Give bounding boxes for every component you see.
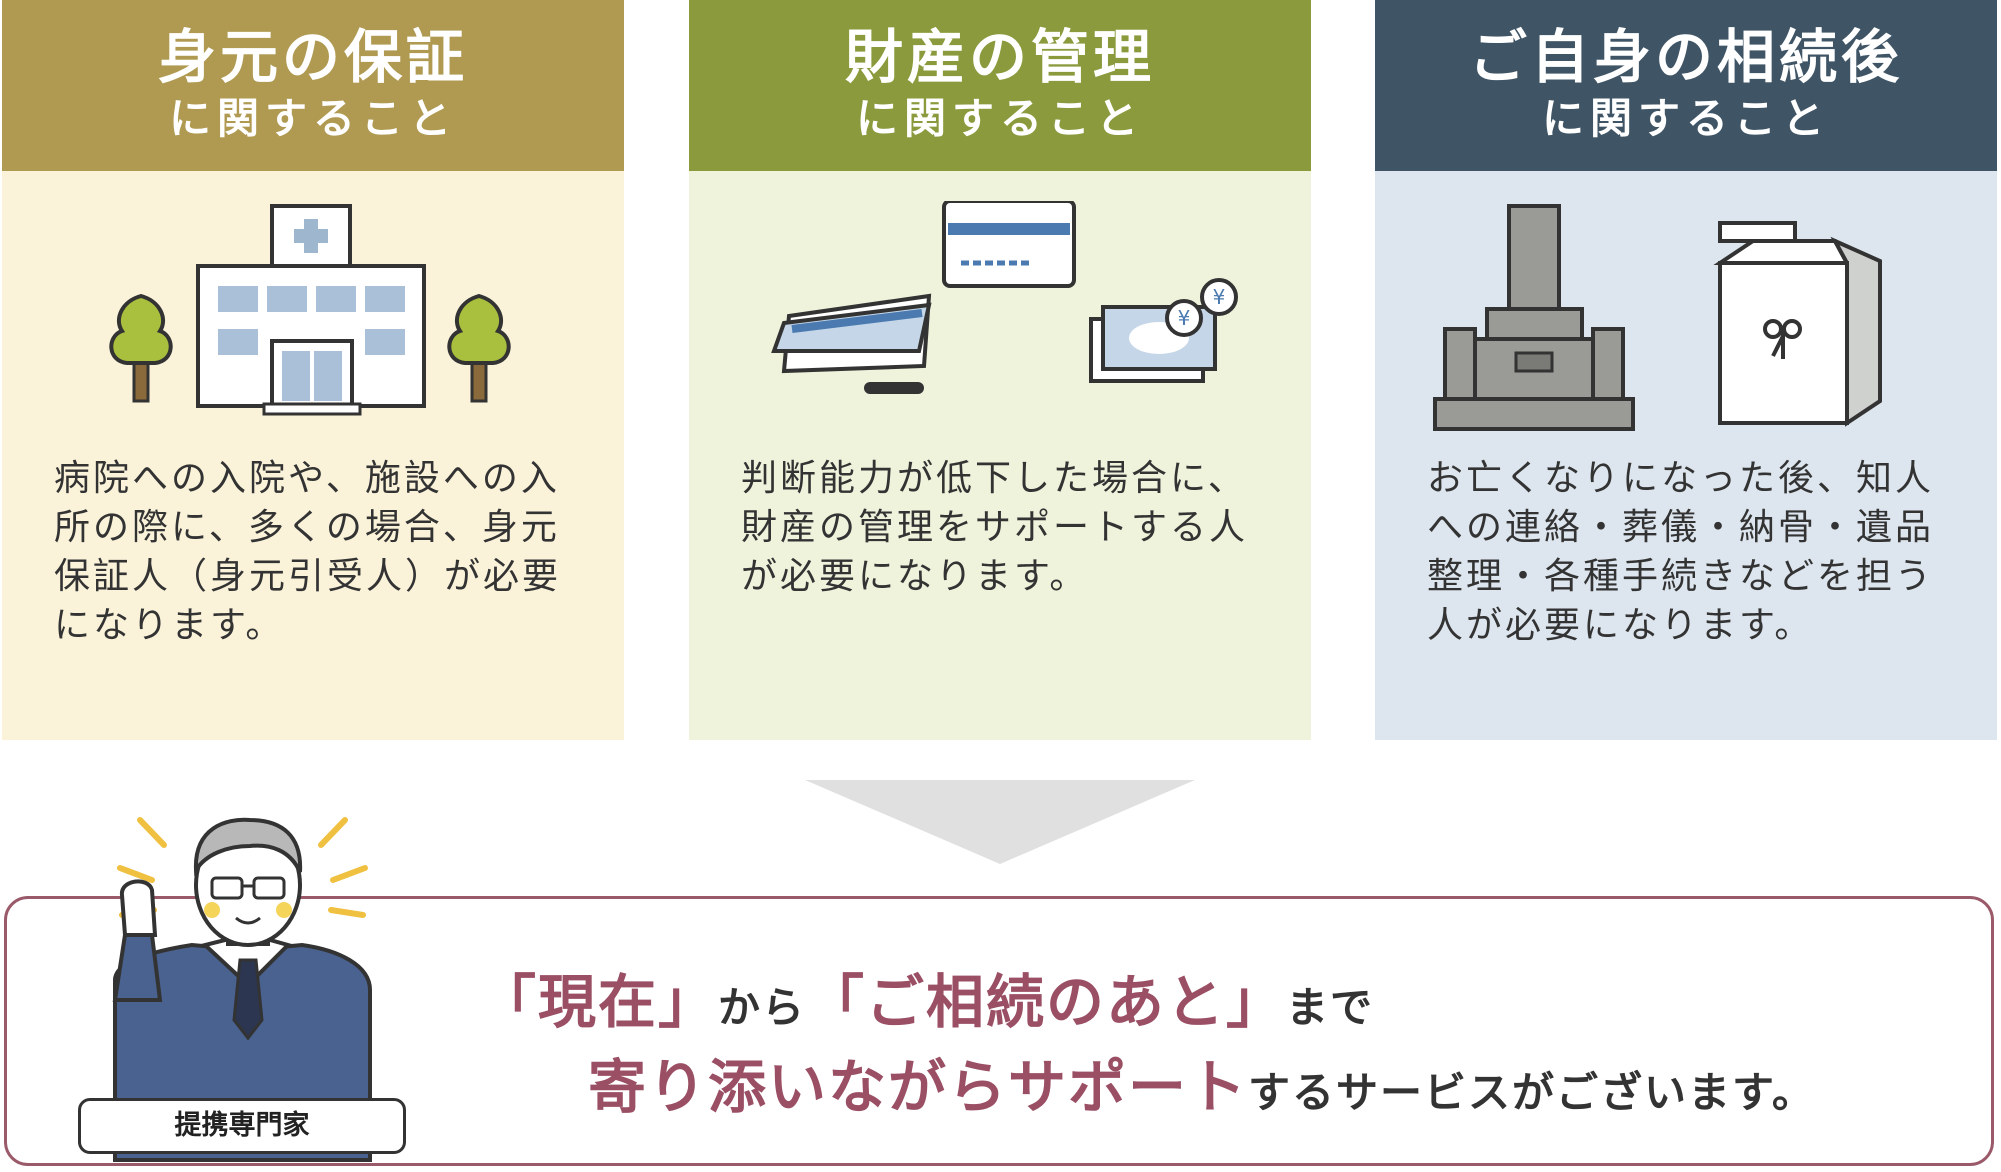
svg-text:¥: ¥ — [1178, 306, 1191, 330]
column-body: 病院への入院や、施設への入所の際に、多くの場合、身元保証人（身元引受人）が必要に… — [2, 171, 624, 740]
column-body: ¥ ¥ 判断能力が低下した場合に、財産の管理をサポートする人が必要になります。 — [689, 171, 1311, 740]
column-title: 身元の保証 — [157, 23, 468, 91]
column-identity-guarantee: 身元の保証 に関すること — [2, 0, 624, 740]
column-description: 病院への入院や、施設への入所の際に、多くの場合、身元保証人（身元引受人）が必要に… — [54, 458, 562, 646]
column-title: ご自身の相続後 — [1468, 23, 1903, 91]
urn-icon — [1713, 221, 1882, 427]
bank-book-icon — [942, 201, 1076, 288]
column-header: ご自身の相続後 に関すること — [1375, 0, 1997, 171]
column-after-inheritance: ご自身の相続後 に関すること — [1375, 0, 1997, 740]
column-subtitle: に関すること — [1541, 94, 1830, 143]
message-support: 寄り添いながらサポート — [588, 1053, 1249, 1121]
grave-icon — [1433, 204, 1635, 431]
column-header: 財産の管理 に関すること — [689, 0, 1311, 171]
hospital-icon — [109, 204, 511, 416]
message-line-2: 寄り添いながらサポートするサービスがございます。 — [588, 1040, 1816, 1124]
message-service: するサービスがございます。 — [1248, 1068, 1816, 1117]
column-title: 財産の管理 — [844, 23, 1155, 91]
column-description: 判断能力が低下した場合に、財産の管理をサポートする人が必要になります。 — [741, 458, 1249, 597]
money-illustration: ¥ ¥ — [771, 201, 1238, 394]
expert-label: 提携専門家 — [78, 1098, 406, 1154]
memorial-illustration — [1433, 204, 1882, 431]
svg-text:¥: ¥ — [1213, 285, 1226, 309]
column-header: 身元の保証 に関すること — [2, 0, 624, 171]
column-description: お亡くなりになった後、知人への連絡・葬儀・納骨・遺品整理・各種手続きなどを担う人… — [1427, 458, 1935, 646]
cash-icon: ¥ ¥ — [1089, 278, 1238, 383]
message-from: から — [718, 983, 807, 1032]
message-until: まで — [1286, 983, 1375, 1032]
column-subtitle: に関すること — [168, 94, 457, 143]
column-body: お亡くなりになった後、知人への連絡・葬儀・納骨・遺品整理・各種手続きなどを担う人… — [1375, 171, 1997, 740]
tree-icon — [447, 293, 511, 403]
column-subtitle: に関すること — [855, 94, 1144, 143]
message-now: 「現在」 — [478, 968, 719, 1036]
card-icon — [771, 293, 932, 394]
column-asset-management: 財産の管理 に関すること — [689, 0, 1311, 740]
message-line-1: 「現在」から「ご相続のあと」まで — [478, 955, 1374, 1039]
tree-icon — [109, 293, 173, 403]
down-arrow-icon — [805, 780, 1195, 864]
message-after-inheritance: 「ご相続のあと」 — [806, 968, 1287, 1036]
